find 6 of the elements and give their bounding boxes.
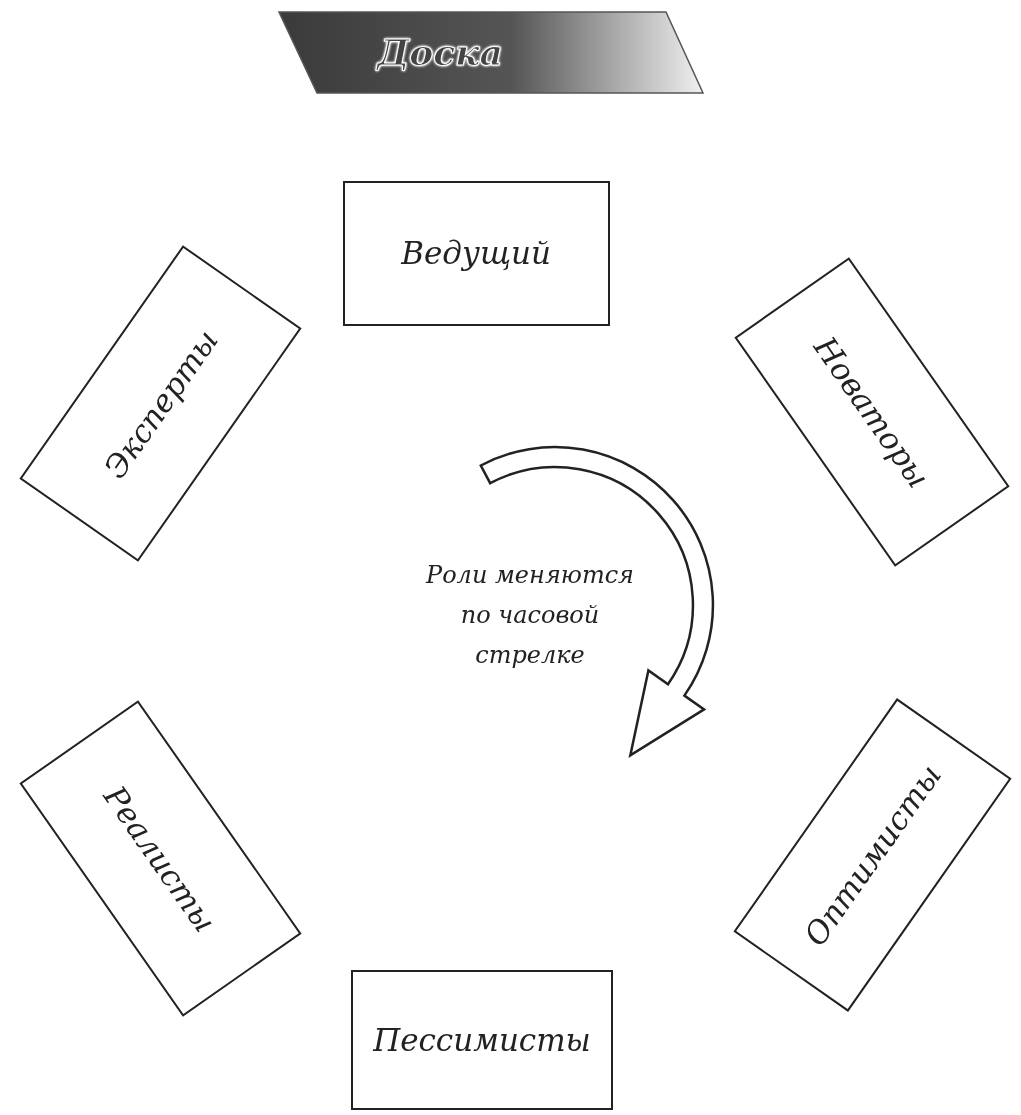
role-box xyxy=(351,970,613,1110)
role-name: Пессимисты xyxy=(373,1022,591,1058)
title: Доска xyxy=(330,30,550,74)
role-name: Ведущий xyxy=(401,235,551,271)
role-box xyxy=(342,180,610,326)
rotation-note: Роли меняются по часовой стрелке xyxy=(424,560,635,671)
